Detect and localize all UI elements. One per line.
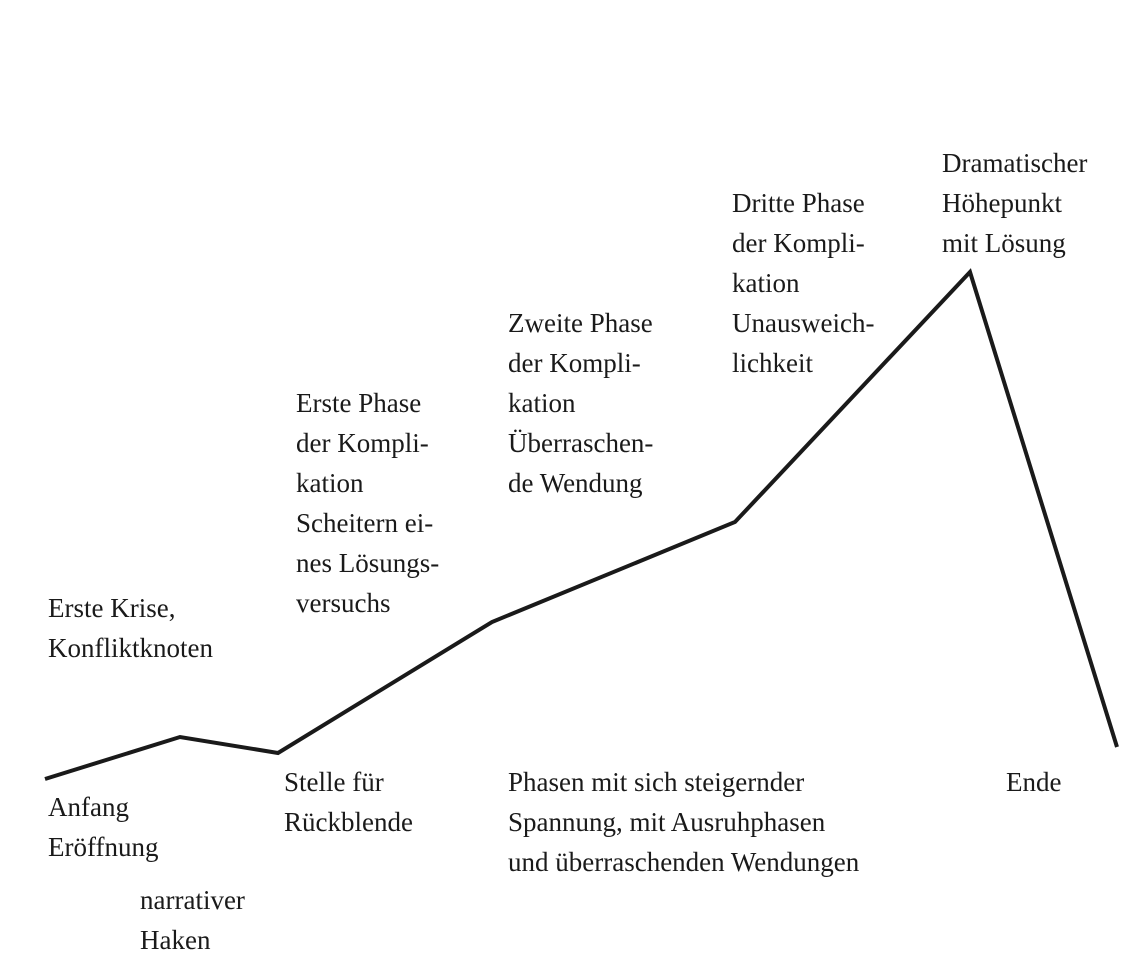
label-line: Scheitern ei- xyxy=(296,508,434,538)
label-line: Ende xyxy=(1006,767,1062,797)
label-erste-krise: Erste Krise, Konfliktknoten xyxy=(48,588,213,668)
label-line: der Kompli- xyxy=(508,348,641,378)
label-line: lichkeit xyxy=(732,348,813,378)
label-line: Konfliktknoten xyxy=(48,633,213,663)
tension-curve xyxy=(44,268,1119,781)
label-line: der Kompli- xyxy=(296,428,429,458)
label-ende: Ende xyxy=(1006,762,1061,802)
label-line: kation xyxy=(508,388,576,418)
label-line: Dritte Phase xyxy=(732,188,865,218)
label-line: Dramatischer xyxy=(942,148,1088,178)
label-line: Erste Phase xyxy=(296,388,422,418)
label-line: und überraschenden Wendungen xyxy=(508,847,860,877)
label-erste-phase: Erste Phase der Kompli- kation Scheitern… xyxy=(296,383,439,623)
label-phasen: Phasen mit sich steigernder Spannung, mi… xyxy=(508,762,859,882)
label-line: Spannung, mit Ausruhphasen xyxy=(508,807,826,837)
label-line: Überraschen- xyxy=(508,428,654,458)
label-line: Rückblende xyxy=(284,807,413,837)
label-line: Höhepunkt xyxy=(942,188,1062,218)
label-line: Phasen mit sich steigernder xyxy=(508,767,805,797)
label-narrativer-haken: narrativer Haken xyxy=(140,880,245,960)
label-zweite-phase: Zweite Phase der Kompli- kation Überrasc… xyxy=(508,303,653,503)
label-line: Zweite Phase xyxy=(508,308,653,338)
label-line: Unausweich- xyxy=(732,308,875,338)
label-line: Eröffnung xyxy=(48,832,159,862)
label-line: der Kompli- xyxy=(732,228,865,258)
label-dritte-phase: Dritte Phase der Kompli- kation Unauswei… xyxy=(732,183,874,383)
label-rueckblende: Stelle für Rückblende xyxy=(284,762,413,842)
label-line: Haken xyxy=(140,925,211,955)
label-line: Erste Krise, xyxy=(48,593,176,623)
label-anfang: Anfang Eröffnung xyxy=(48,787,158,867)
label-line: Stelle für xyxy=(284,767,384,797)
label-line: kation xyxy=(296,468,364,498)
label-line: mit Lösung xyxy=(942,228,1066,258)
label-line: kation xyxy=(732,268,800,298)
label-line: de Wendung xyxy=(508,468,643,498)
label-line: versuchs xyxy=(296,588,391,618)
label-line: narrativer xyxy=(140,885,245,915)
label-line: Anfang xyxy=(48,792,129,822)
label-hoehepunkt: Dramatischer Höhepunkt mit Lösung xyxy=(942,143,1087,263)
label-line: nes Lösungs- xyxy=(296,548,440,578)
